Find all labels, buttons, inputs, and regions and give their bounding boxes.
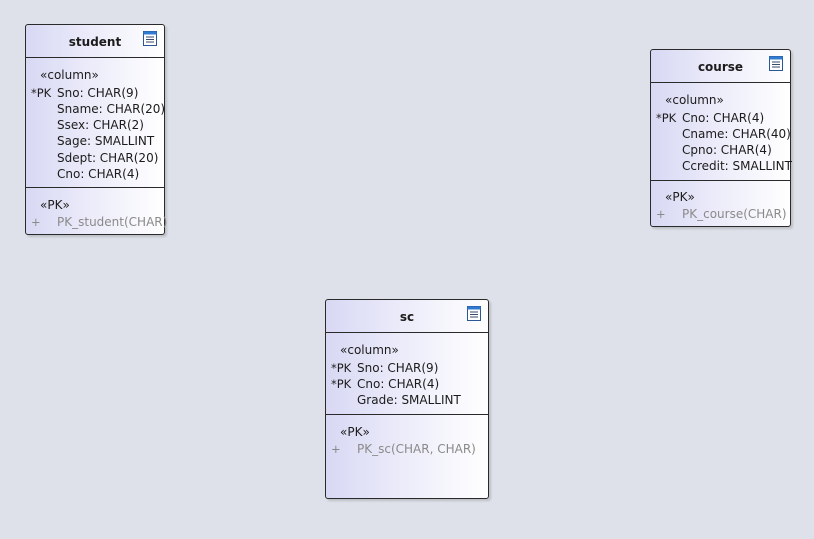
pk-section: «PK» + PK_student(CHAR) — [26, 188, 168, 236]
column-text: Cpno: CHAR(4) — [682, 143, 772, 157]
pk-stereotype: «PK» — [340, 425, 370, 439]
table-course[interactable]: course «column» *PK Cno: CHAR(4) Cname: … — [650, 49, 792, 227]
table-header: student — [26, 25, 164, 58]
column-text: Sno: CHAR(9) — [57, 86, 139, 100]
pk-text: PK_student(CHAR) — [57, 215, 168, 229]
table-student[interactable]: student «column» *PK Sno: CHAR(9) Sname:… — [25, 24, 168, 236]
column-text: Cno: CHAR(4) — [57, 167, 140, 181]
column-text: Sage: SMALLINT — [57, 134, 155, 148]
pk-marker: *PK — [331, 361, 352, 375]
column-text: Ccredit: SMALLINT — [682, 159, 792, 173]
pk-text: PK_sc(CHAR, CHAR) — [357, 442, 476, 456]
column-stereotype: «column» — [340, 343, 399, 357]
column-stereotype: «column» — [40, 68, 99, 82]
visibility-marker: + — [656, 207, 666, 221]
pk-marker: *PK — [31, 86, 52, 100]
column-text: Grade: SMALLINT — [357, 393, 461, 407]
column-text: Cname: CHAR(40) — [682, 127, 791, 141]
table-name: student — [68, 35, 122, 49]
column-text: Cno: CHAR(4) — [357, 377, 440, 391]
table-icon — [143, 31, 157, 46]
columns-section: «column» *PK Sno: CHAR(9) Sname: CHAR(20… — [26, 58, 166, 188]
column-text: Sno: CHAR(9) — [357, 361, 439, 375]
pk-marker: *PK — [331, 377, 352, 391]
column-stereotype: «column» — [665, 93, 724, 107]
table-header: sc — [326, 300, 488, 333]
columns-section: «column» *PK Sno: CHAR(9) *PK Cno: CHAR(… — [326, 333, 488, 415]
pk-text: PK_course(CHAR) — [682, 207, 787, 221]
table-icon — [769, 56, 783, 71]
table-header: course — [651, 50, 790, 83]
pk-section: «PK» + PK_sc(CHAR, CHAR) — [326, 415, 488, 499]
pk-section: «PK» + PK_course(CHAR) — [651, 181, 790, 227]
visibility-marker: + — [331, 442, 341, 456]
column-text: Sdept: CHAR(20) — [57, 151, 159, 165]
table-sc[interactable]: sc «column» *PK Sno: CHAR(9) *PK Cno: CH… — [325, 299, 489, 499]
column-text: Cno: CHAR(4) — [682, 111, 765, 125]
table-name: sc — [399, 310, 415, 324]
pk-stereotype: «PK» — [40, 198, 70, 212]
column-text: Sname: CHAR(20) — [57, 102, 166, 116]
table-icon — [467, 306, 481, 321]
pk-marker: *PK — [656, 111, 677, 125]
pk-stereotype: «PK» — [665, 190, 695, 204]
columns-section: «column» *PK Cno: CHAR(4) Cname: CHAR(40… — [651, 83, 792, 181]
column-text: Ssex: CHAR(2) — [57, 118, 144, 132]
table-name: course — [697, 60, 744, 74]
visibility-marker: + — [31, 215, 41, 229]
